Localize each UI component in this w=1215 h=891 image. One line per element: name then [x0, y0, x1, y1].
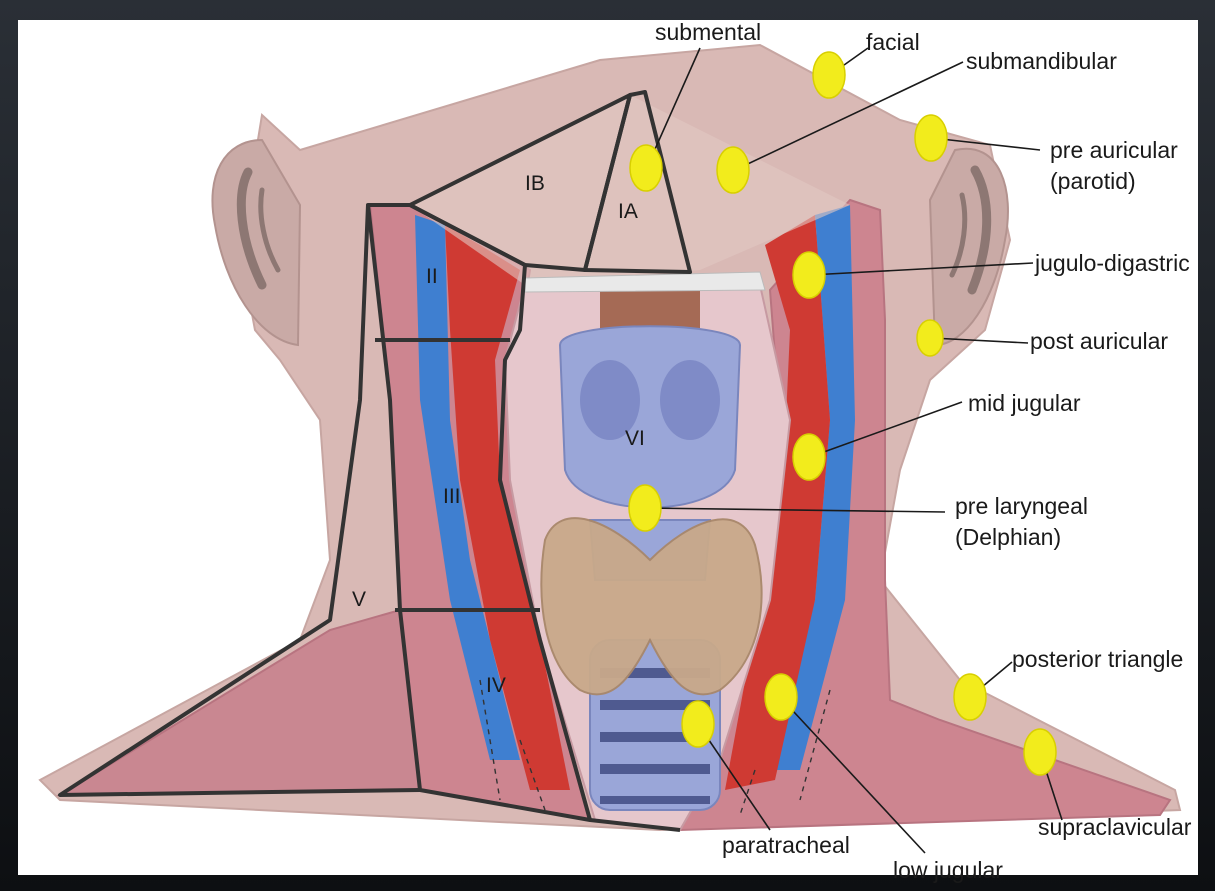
node-pre-laryngeal: [629, 485, 661, 531]
node-submental: [630, 145, 662, 191]
label-pre-auricular: pre auricular: [1050, 137, 1178, 163]
label-submental: submental: [655, 19, 761, 45]
node-mid-jugular: [793, 434, 825, 480]
level-IB: IB: [525, 172, 545, 195]
label-pre-laryngeal: pre laryngeal: [955, 493, 1088, 519]
label-mid-jugular: mid jugular: [968, 390, 1081, 416]
level-V: V: [352, 588, 366, 611]
level-VI: VI: [625, 427, 645, 450]
node-pre-auricular: [915, 115, 947, 161]
label-facial: facial: [866, 29, 920, 55]
node-posterior-triangle: [954, 674, 986, 720]
node-facial: [813, 52, 845, 98]
node-supraclavicular: [1024, 729, 1056, 775]
label-posterior-triangle: posterior triangle: [1012, 646, 1183, 672]
label-supraclavicular: supraclavicular: [1038, 814, 1192, 840]
level-IV: IV: [486, 674, 506, 697]
level-II: II: [426, 265, 438, 288]
label-parotid: (parotid): [1050, 168, 1136, 194]
node-submandibular: [717, 147, 749, 193]
node-post-auricular: [917, 320, 943, 356]
level-III: III: [443, 485, 461, 508]
label-paratracheal: paratracheal: [722, 832, 850, 858]
node-jugulo-digastric: [793, 252, 825, 298]
level-IA: IA: [618, 200, 638, 223]
node-low-jugular: [765, 674, 797, 720]
label-delphian: (Delphian): [955, 524, 1061, 550]
label-submandibular: submandibular: [966, 48, 1117, 74]
label-jugulo-digastric: jugulo-digastric: [1034, 250, 1190, 276]
node-paratracheal: [682, 701, 714, 747]
label-low-jugular: low jugular: [893, 857, 1003, 883]
label-post-auricular: post auricular: [1030, 328, 1168, 354]
